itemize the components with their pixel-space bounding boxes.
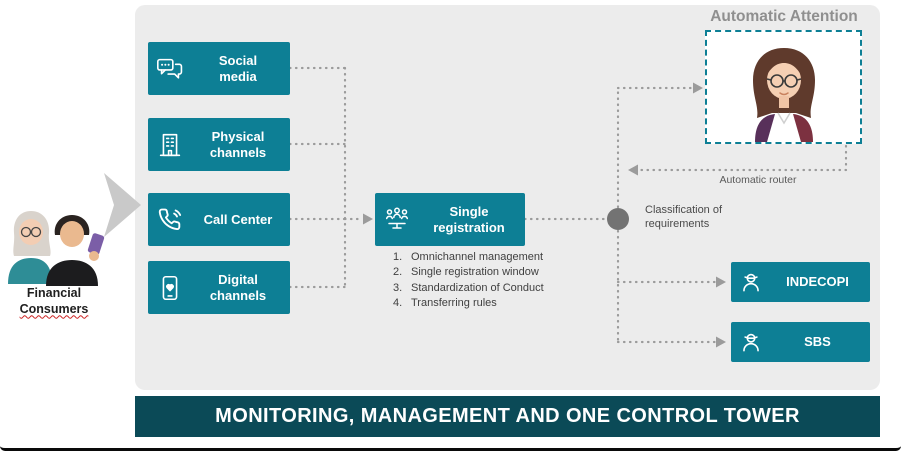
- sbs-box: SBS: [731, 322, 870, 362]
- channel-physical-channels: Physical channels: [148, 118, 290, 171]
- phone-icon: [148, 206, 192, 234]
- single-registration-label: Single registration: [433, 203, 505, 235]
- channel-label: Digital channels: [209, 271, 267, 303]
- channel-digital-channels: Digital channels: [148, 261, 290, 314]
- list-item: 4. Transferring rules: [393, 297, 497, 310]
- automatic-attention-box: [705, 30, 862, 144]
- indecopi-box: INDECOPI: [731, 262, 870, 302]
- bottom-banner: MONITORING, MANAGEMENT AND ONE CONTROL T…: [135, 396, 880, 437]
- channel-social-media: Social media: [148, 42, 290, 95]
- assistant-avatar: [752, 48, 815, 142]
- agent-person-icon: [731, 269, 771, 295]
- classification-label: Classification of requirements: [645, 204, 723, 231]
- financial-consumers-illustration: [8, 211, 105, 286]
- mobile-heart-icon: [148, 273, 192, 303]
- building-icon: [148, 130, 192, 160]
- people-group-icon: [375, 204, 419, 236]
- list-item: 1. Omnichannel management: [393, 251, 544, 263]
- agent-person-icon: [731, 329, 771, 355]
- slide-bottom-border: [0, 446, 901, 451]
- single-registration-box: Single registration: [375, 193, 525, 246]
- regulator-label: INDECOPI: [786, 274, 849, 290]
- regulator-label: SBS: [804, 334, 831, 350]
- channel-label: Physical channels: [209, 128, 267, 160]
- list-item: 2. Single registration window: [393, 266, 539, 279]
- automatic-attention-title: Automatic Attention: [710, 8, 858, 25]
- registration-feature-list: 1. Omnichannel management 2. Single regi…: [393, 251, 578, 313]
- channel-label: Call Center: [203, 211, 273, 227]
- chat-bubbles-icon: [148, 54, 192, 84]
- channel-label: Social media: [218, 52, 258, 84]
- consumers-label-line2: Consumers: [19, 301, 89, 316]
- list-item: 3. Standardization of Conduct: [393, 281, 544, 294]
- automatic-router-label: Automatic router: [719, 174, 797, 186]
- consumers-label-line1: Financial: [26, 286, 82, 300]
- financial-consumers-label: Financial Consumers: [2, 286, 106, 317]
- channel-call-center: Call Center: [148, 193, 290, 246]
